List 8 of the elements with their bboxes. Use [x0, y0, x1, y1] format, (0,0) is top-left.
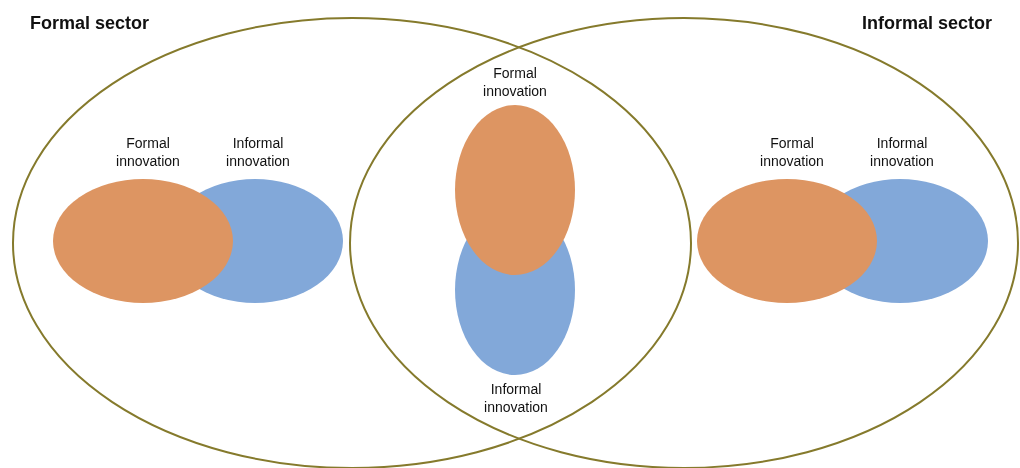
innovation-label: Formal innovation [482, 64, 548, 100]
innovation-label: Informal innovation [225, 134, 291, 170]
sector-heading: Informal sector [862, 12, 994, 34]
innovation-label: Formal innovation [115, 134, 181, 170]
innovation-label: Informal innovation [483, 380, 549, 416]
innovation-label: Informal innovation [869, 134, 935, 170]
sector-heading: Formal sector [30, 12, 151, 34]
innovation-label: Formal innovation [759, 134, 825, 170]
